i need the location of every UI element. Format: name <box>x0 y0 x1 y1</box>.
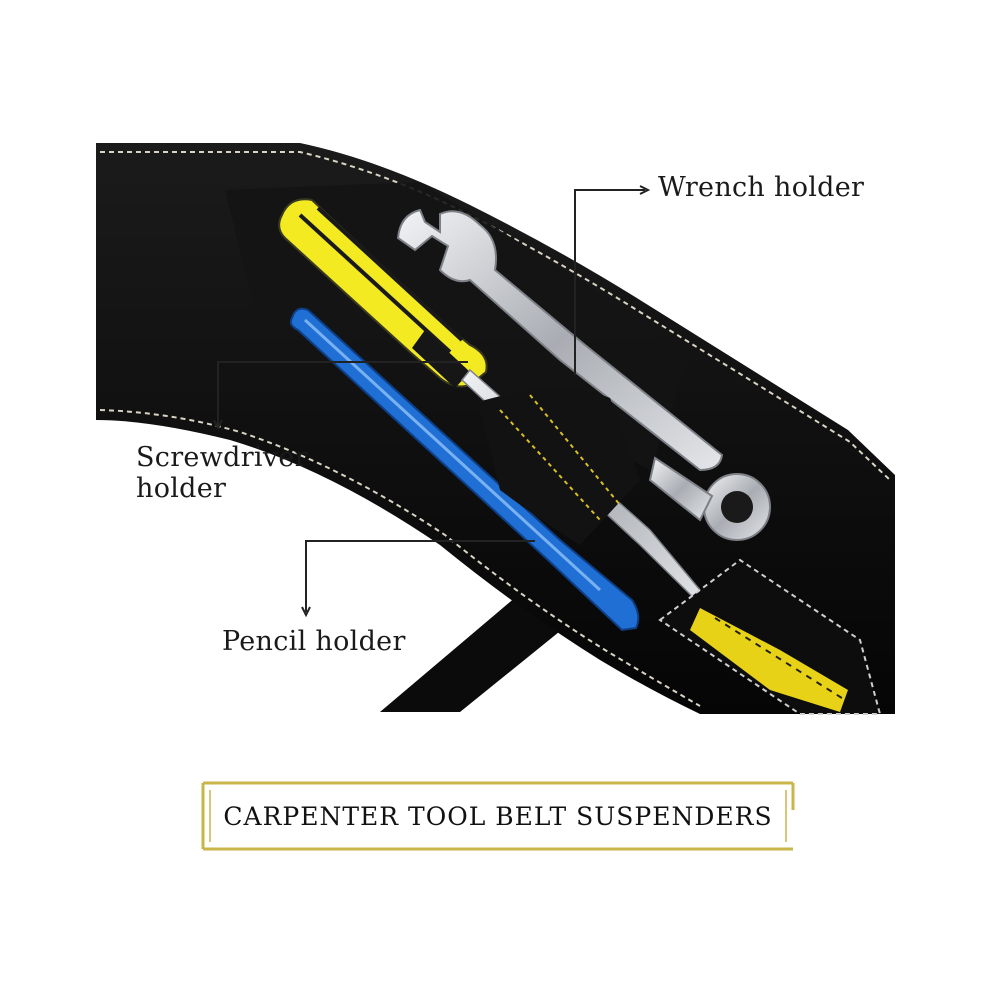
leader-screwdriver <box>213 361 468 431</box>
belt-stitching-bottom <box>99 409 701 707</box>
wrench-holder-label: Wrench holder <box>658 172 865 203</box>
pocket-front <box>478 388 640 545</box>
elastic-band <box>658 558 882 715</box>
pencil-icon <box>289 307 640 632</box>
banner-frame <box>201 781 795 851</box>
lower-strap <box>380 585 580 712</box>
title-banner: CARPENTER TOOL BELT SUSPENDERS <box>203 783 793 849</box>
belt-stitching-top <box>100 151 891 481</box>
wrench-icon <box>396 208 771 541</box>
banner-title: CARPENTER TOOL BELT SUSPENDERS <box>223 801 773 831</box>
pocket-front-stitch <box>499 394 621 521</box>
screwdriver-holder-label: Screwdriver holder <box>136 442 308 504</box>
leader-pencil <box>301 540 535 618</box>
pencil-holder-label: Pencil holder <box>222 626 406 657</box>
leader-wrench <box>574 185 651 375</box>
